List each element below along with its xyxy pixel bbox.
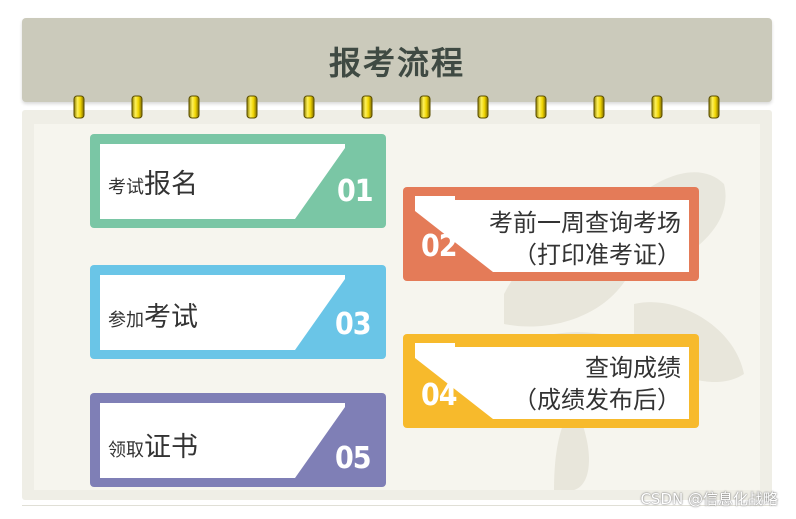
step-number: 04	[421, 378, 458, 413]
step-note-line: （成绩发布后）	[513, 386, 681, 414]
watermark-text: CSDN @信息化战略	[640, 490, 778, 508]
step-number: 03	[335, 307, 372, 342]
step-card-shape	[90, 265, 386, 359]
step-card-03: 参加考试 03	[90, 265, 386, 359]
step-note-line: （打印准考证）	[513, 241, 681, 269]
step-card-05: 领取证书 05	[90, 393, 386, 487]
step-number: 02	[421, 229, 458, 264]
step-title-line: 查询成绩	[585, 354, 681, 382]
divider	[22, 505, 772, 506]
step-card-shape	[90, 134, 386, 228]
step-title-line: 考前一周查询考场	[489, 209, 681, 237]
step-card-shape	[403, 334, 699, 428]
step-card-shape	[90, 393, 386, 487]
title-banner: 报考流程	[22, 18, 772, 102]
step-number: 01	[337, 174, 374, 209]
step-label: 参加考试	[108, 302, 198, 333]
step-card-04: 04 查询成绩 （成绩发布后）	[403, 334, 699, 428]
step-card-shape	[403, 187, 699, 281]
step-number: 05	[335, 441, 372, 476]
step-label: 领取证书	[108, 432, 198, 463]
step-label: 考试报名	[108, 169, 198, 200]
step-card-01: 考试报名 01	[90, 134, 386, 228]
step-card-02: 02 考前一周查询考场 （打印准考证）	[403, 187, 699, 281]
page-title: 报考流程	[328, 44, 465, 82]
